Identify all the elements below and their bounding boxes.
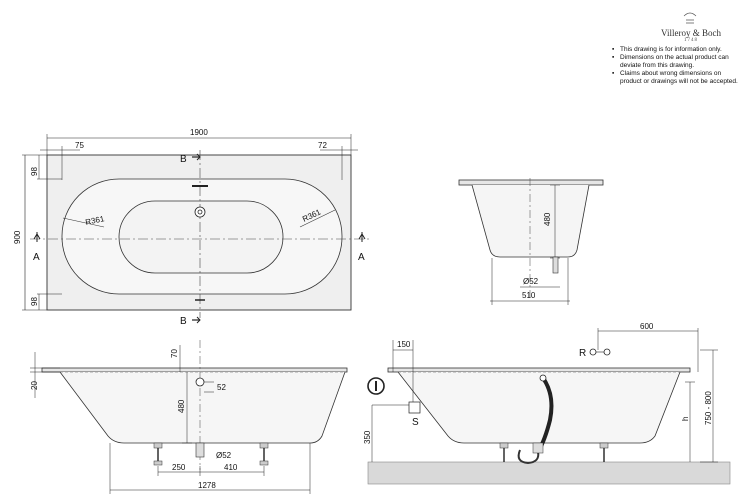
note-text: Claims about wrong dimensions on product… bbox=[620, 70, 738, 85]
radius-left-label: R361 bbox=[85, 214, 106, 227]
install-height-350-label: 350 bbox=[363, 430, 372, 444]
long-section-view bbox=[30, 340, 348, 494]
install-height-h-label: h bbox=[681, 417, 690, 421]
install-s-label: S bbox=[412, 417, 419, 428]
long-drain-diameter-label: Ø52 bbox=[216, 451, 232, 460]
brand-year: 1748 bbox=[684, 38, 698, 43]
siphon-s-icon bbox=[408, 401, 421, 414]
section-b-top-label: B bbox=[180, 154, 187, 165]
section-a-left-label: A bbox=[33, 252, 40, 263]
long-overflow-offset-label: 70 bbox=[170, 349, 179, 358]
side-section-shell bbox=[471, 184, 590, 258]
side-width-label: 510 bbox=[522, 291, 536, 300]
dim-rim-left: 75 bbox=[75, 141, 84, 150]
note-text: This drawing is for information only. bbox=[620, 46, 722, 53]
install-supply-offset-label: 600 bbox=[640, 322, 654, 331]
long-foot-left-label: 250 bbox=[172, 463, 186, 472]
long-foot-right-label: 410 bbox=[224, 463, 238, 472]
side-section-view bbox=[458, 178, 604, 305]
overflow-icon bbox=[195, 377, 205, 387]
long-depth-label: 480 bbox=[177, 399, 186, 413]
drain-icon bbox=[194, 206, 206, 218]
long-overflow-diameter-label: 52 bbox=[217, 383, 226, 392]
plan-view bbox=[22, 134, 372, 324]
install-r-label: R bbox=[579, 348, 586, 359]
install-section-view bbox=[367, 328, 731, 485]
side-drain-diameter-label: Ø52 bbox=[523, 277, 539, 286]
note-text: Dimensions on the actual product can dev… bbox=[620, 54, 729, 69]
note-item: ▪Dimensions on the actual product can de… bbox=[612, 54, 729, 69]
side-depth-label: 480 bbox=[543, 212, 552, 226]
section-b-bottom-label: B bbox=[180, 316, 187, 327]
long-rim-height-label: 20 bbox=[30, 381, 39, 390]
note-item: ▪Claims about wrong dimensions on produc… bbox=[612, 70, 738, 85]
note-item: ▪This drawing is for information only. bbox=[612, 46, 722, 53]
install-section-shell bbox=[397, 371, 681, 444]
floor-slab bbox=[367, 461, 731, 485]
install-height-range-label: 750 - 800 bbox=[704, 391, 713, 425]
tub-basin-inner bbox=[118, 200, 284, 274]
supply-r-icon bbox=[589, 348, 597, 356]
dim-rim-right: 72 bbox=[318, 141, 327, 150]
long-length-label: 1278 bbox=[198, 481, 216, 490]
install-rim-offset-label: 150 bbox=[397, 340, 411, 349]
brand-logo-icon bbox=[683, 12, 697, 24]
brand-name: Villeroy & Boch bbox=[661, 28, 721, 38]
dim-rim-top: 98 bbox=[30, 167, 39, 176]
section-a-right-label: A bbox=[358, 252, 365, 263]
disclaimer-notes: ▪This drawing is for information only. ▪… bbox=[612, 46, 740, 86]
dim-overall-length: 1900 bbox=[190, 128, 208, 137]
long-section-shell bbox=[59, 371, 346, 444]
dim-overall-width: 900 bbox=[13, 230, 22, 244]
dim-rim-bottom: 98 bbox=[30, 297, 39, 306]
